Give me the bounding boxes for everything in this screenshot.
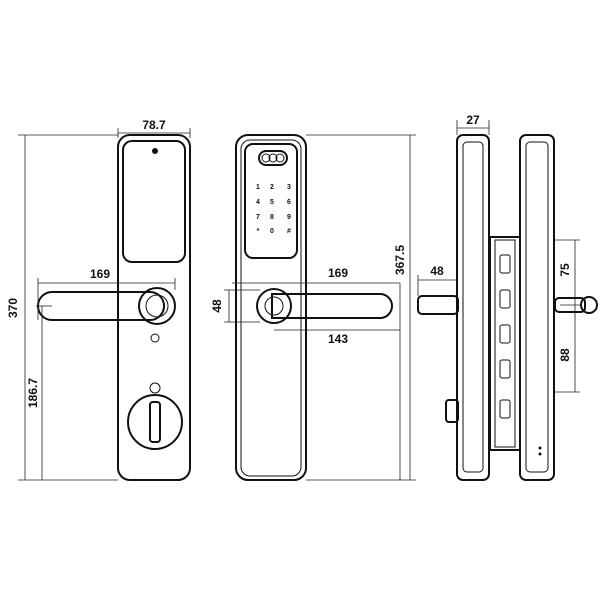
handle-lever — [37, 291, 165, 321]
thumb-turn-lever — [149, 401, 161, 443]
key-4[interactable]: 4 — [256, 199, 260, 206]
dimensions-view-2: 169 48 143 367.5 — [210, 134, 416, 481]
key-1[interactable]: 1 — [256, 184, 260, 191]
dim-handle-height: 186.7 — [26, 378, 40, 408]
handle-lever — [271, 293, 393, 319]
key-5[interactable]: 5 — [270, 199, 274, 206]
dim-handle-reach: 143 — [328, 332, 348, 346]
front-view-fingerprint — [37, 134, 191, 481]
dim-front-width: 78.7 — [142, 118, 166, 132]
keypad-keys: 1 2 3 4 5 6 7 8 9 * 0 # — [256, 184, 291, 235]
lock-body-outline — [117, 134, 191, 481]
front-view-keypad: 1 2 3 4 5 6 7 8 9 * 0 # — [235, 134, 393, 481]
dim-total-height: 370 — [6, 298, 20, 318]
dim-handle-grip-height: 48 — [210, 299, 224, 313]
dim-body-height: 367.5 — [393, 245, 407, 275]
key-0[interactable]: 0 — [270, 228, 274, 235]
mortise-body — [489, 236, 521, 451]
dim-handle-length-left: 169 — [90, 267, 110, 281]
dim-handle-length-right: 169 — [328, 266, 348, 280]
spindle-inner — [554, 297, 586, 313]
dim-lower-offset: 88 — [558, 348, 572, 362]
inner-plate-side — [519, 134, 555, 481]
key-cylinder-icon — [149, 382, 161, 394]
key-6[interactable]: 6 — [287, 199, 291, 206]
key-star[interactable]: * — [257, 228, 260, 235]
dimensions-view-1: 78.7 370 186.7 169 — [6, 118, 191, 481]
thumb-turn — [127, 394, 183, 450]
thumb-turn-side — [445, 399, 459, 423]
inner-knob — [580, 296, 598, 314]
outer-plate-side — [456, 134, 490, 481]
lock-body-outline — [235, 134, 307, 481]
side-view — [417, 134, 598, 481]
key-9[interactable]: 9 — [287, 214, 291, 221]
key-7[interactable]: 7 — [256, 214, 260, 221]
handle-hub — [256, 288, 292, 324]
keypad-panel — [244, 143, 298, 259]
key-3[interactable]: 3 — [287, 184, 291, 191]
dim-upper-offset: 75 — [558, 263, 572, 277]
key-8[interactable]: 8 — [270, 214, 274, 221]
dim-thickness: 27 — [466, 113, 480, 127]
handle-hub — [138, 287, 176, 325]
handle-hub-inner — [145, 294, 169, 318]
keyhole-icon — [150, 333, 160, 343]
sensor-icon — [152, 148, 158, 154]
camera-icon — [258, 150, 288, 166]
dimensions-side: 27 48 75 88 — [417, 113, 580, 393]
dim-spindle-length: 48 — [430, 264, 444, 278]
spindle-outer — [417, 295, 459, 315]
top-panel — [122, 140, 186, 263]
key-2[interactable]: 2 — [270, 184, 274, 191]
key-hash[interactable]: # — [287, 228, 291, 235]
